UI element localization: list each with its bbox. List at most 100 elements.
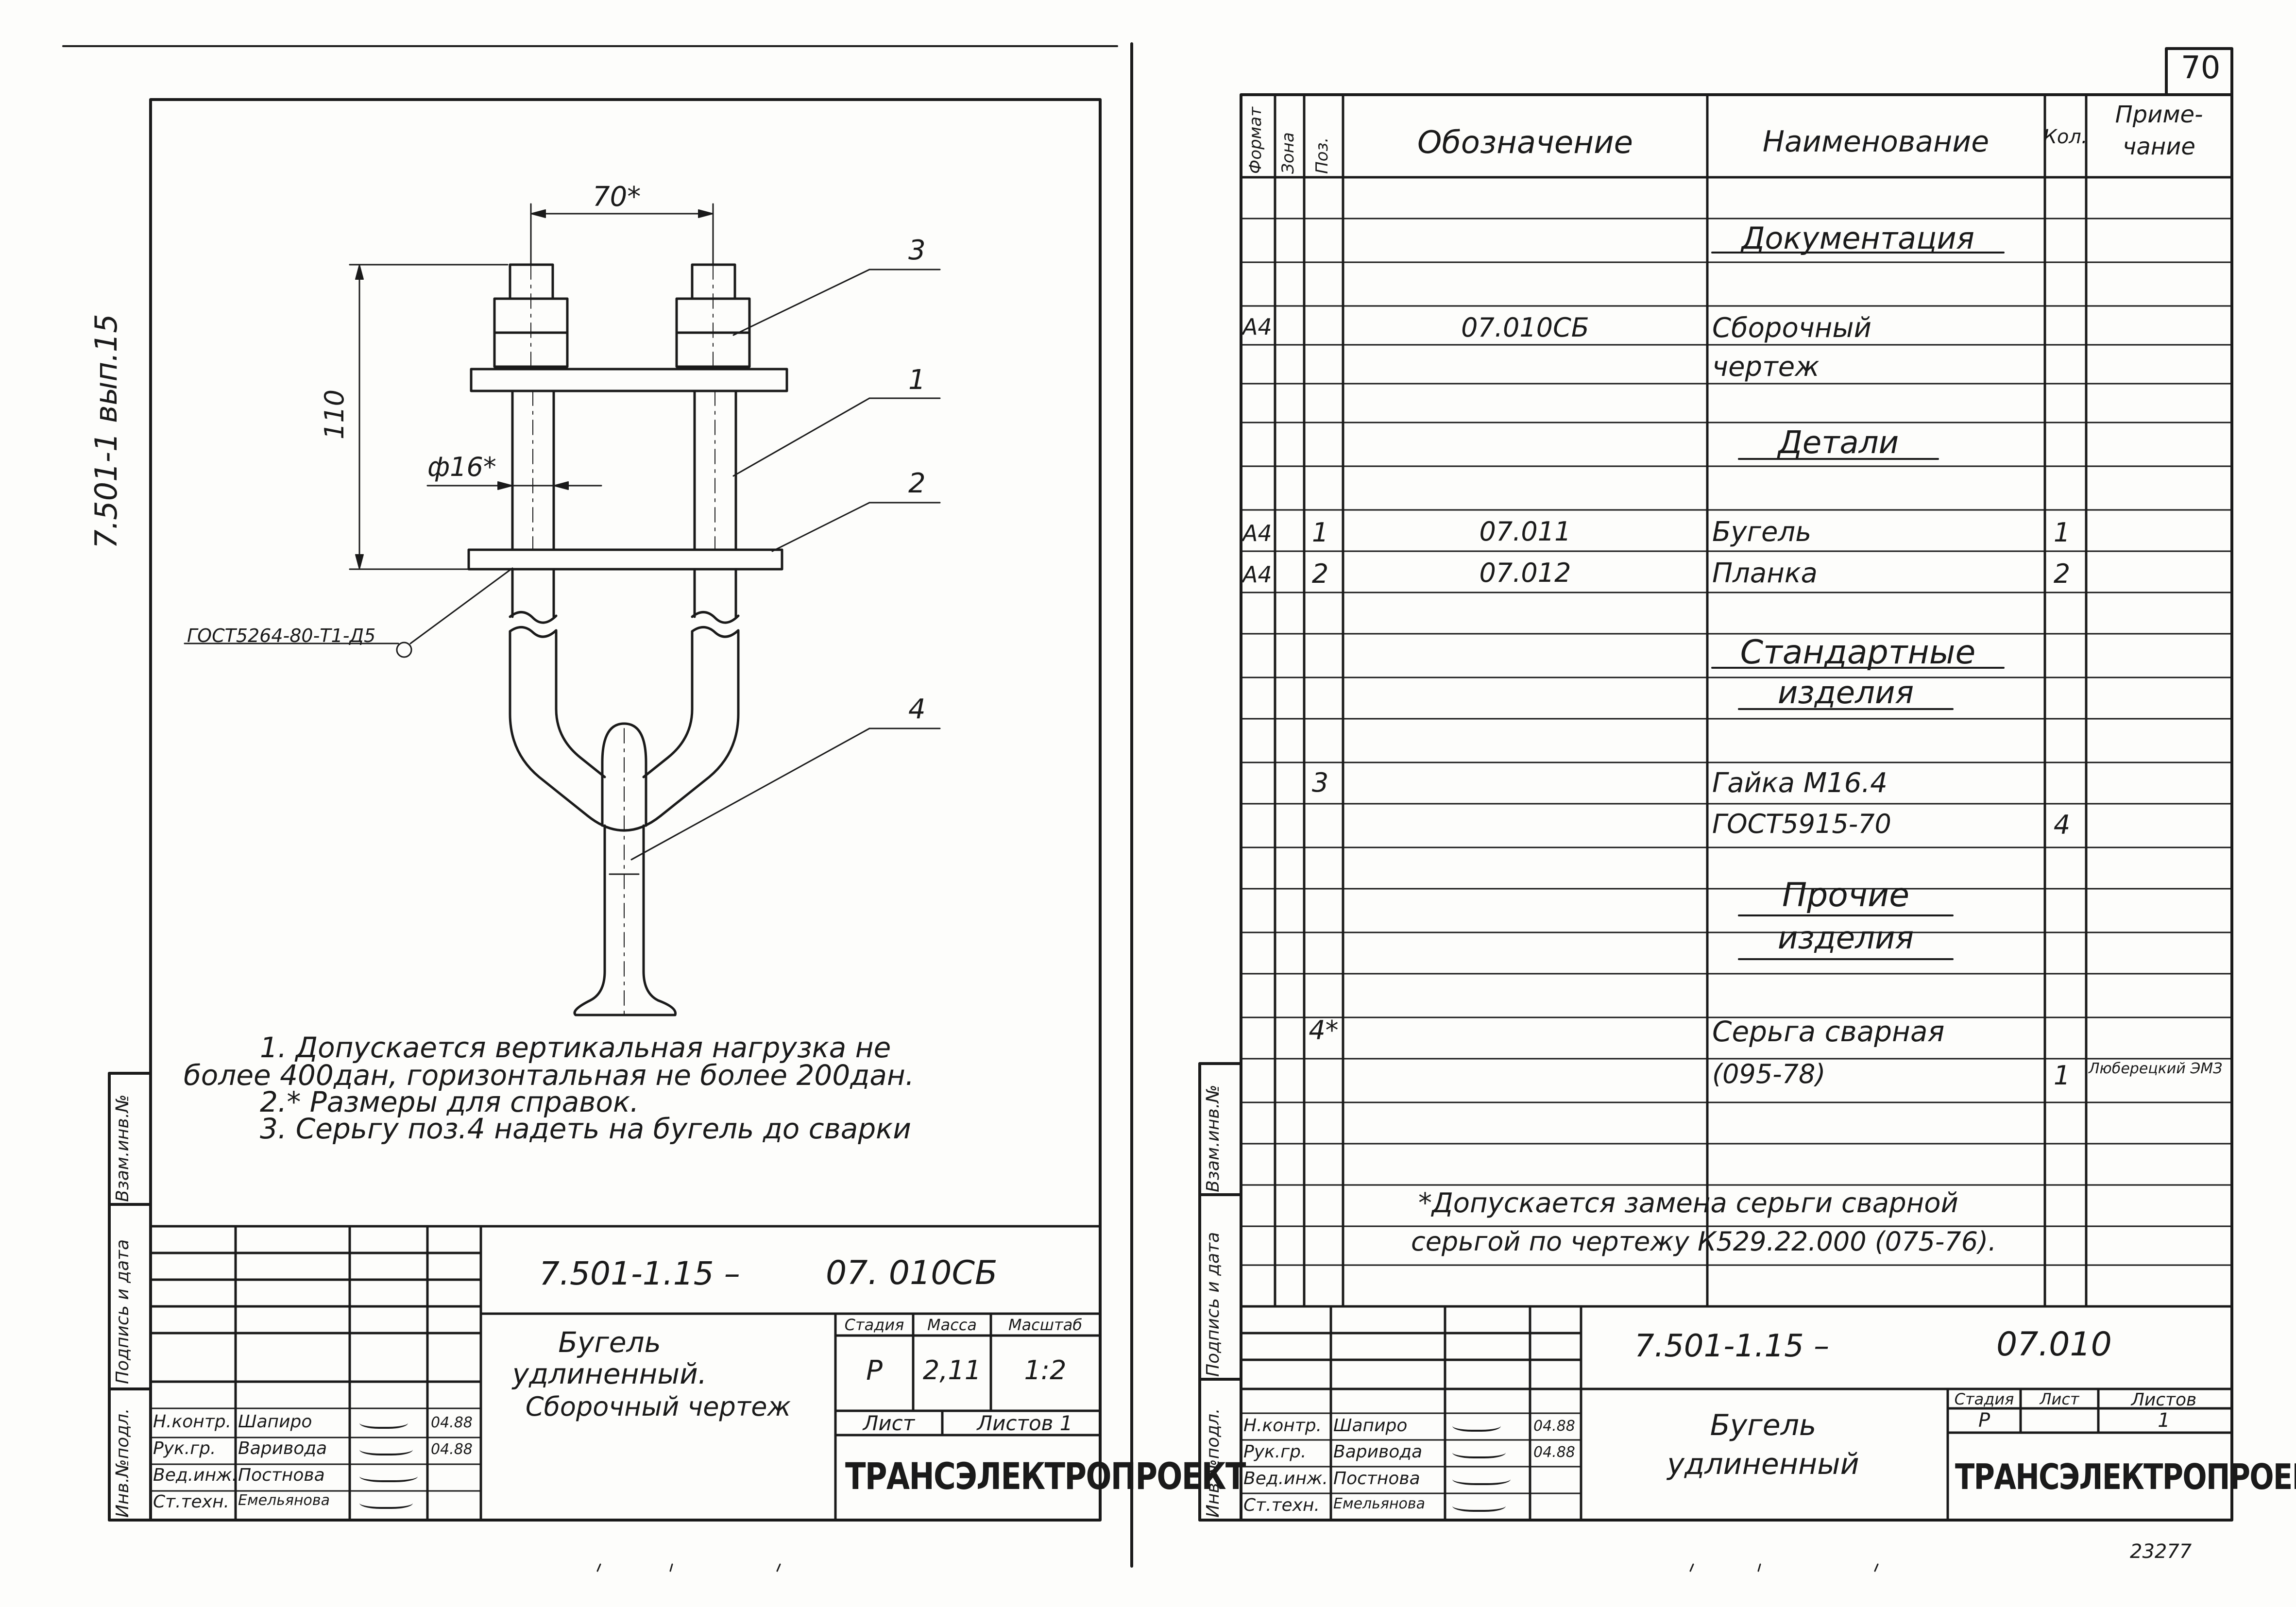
right-org-logo: ТРАНСЭЛЕКТРОПРОЕКТ: [1955, 1456, 2296, 1497]
spec-row-2-name: чертеж: [1712, 351, 1820, 383]
left-role-2: Рук.гр.: [153, 1438, 216, 1458]
left-stage: Р: [866, 1355, 883, 1387]
right-date-2: 04.88: [1533, 1444, 1575, 1461]
spec-header-designation: Обозначение: [1417, 125, 1633, 161]
spec-row-4-qty: 1: [2053, 517, 2071, 548]
spec-row-5-pos: 2: [1311, 558, 1329, 589]
spec-row-9-qty: 4: [2053, 810, 2071, 840]
left-title-1: Бугель: [558, 1326, 661, 1359]
left-role-1: Н.контр.: [153, 1412, 232, 1432]
right-doc-code-a: 7.501-1.15 –: [1634, 1328, 1830, 1364]
spec-row-13-note: Люберецкий ЭМЗ: [2089, 1060, 2223, 1077]
spec-row-8-pos: 3: [1311, 767, 1329, 798]
callout-4: 4: [908, 694, 926, 725]
spec-row-4-format: А4: [1242, 520, 1272, 546]
archive-number: 23277: [2130, 1540, 2192, 1563]
spec-row-5-name: Планка: [1712, 558, 1818, 589]
right-doc-code-b: 07.010: [1996, 1325, 2112, 1364]
right-date-1: 04.88: [1533, 1418, 1575, 1435]
left-name-1: Шапиро: [238, 1412, 312, 1432]
callout-1: 1: [908, 364, 926, 396]
spec-row-5-designation: 07.012: [1479, 558, 1571, 588]
left-mass: 2,11: [922, 1355, 982, 1386]
right-signature-2: [1452, 1444, 1506, 1458]
spec-row-11-name: изделия: [1777, 920, 1914, 956]
right-inv-podl-label: Инв.№подл.: [1203, 1408, 1223, 1518]
callout-2: 2: [908, 468, 926, 499]
left-date-2: 04.88: [431, 1441, 473, 1458]
left-sheet-label: Лист: [863, 1411, 915, 1435]
spec-header-note-2: чание: [2123, 133, 2195, 160]
left-signature-1: [359, 1414, 408, 1429]
left-inv-podl-label: Инв.№подл.: [113, 1408, 133, 1518]
left-doc-code-a: 7.501-1.15 –: [539, 1255, 740, 1292]
spec-row-13-qty: 1: [2053, 1060, 2071, 1091]
left-frame: [108, 98, 1102, 1522]
left-date-1: 04.88: [431, 1414, 473, 1431]
right-signature-4: [1452, 1497, 1506, 1512]
spec-row-3-name: Детали: [1778, 425, 1899, 461]
note-line-3: 2.* Размеры для справок.: [260, 1085, 639, 1118]
sheet-number: 70: [2181, 50, 2221, 86]
left-vzam-label: Взам.инв.№: [113, 1094, 133, 1202]
note-line-2: более 400дан, горизонтальная не более 20…: [184, 1059, 915, 1092]
spec-header-format: Формат: [1246, 107, 1265, 174]
weld-note: ГОСТ5264-80-Т1-Д5: [187, 625, 376, 646]
spec-row-lines: [1240, 218, 2233, 1308]
spec-footnote-1: *Допускается замена серьги сварной: [1418, 1187, 1958, 1219]
right-h-sheets: Листов: [2131, 1390, 2197, 1410]
left-signature-4: [359, 1494, 413, 1509]
right-title-2: удлиненный: [1667, 1447, 1859, 1481]
spec-row-4-pos: 1: [1311, 517, 1329, 548]
left-sheets-label: Листов 1: [977, 1411, 1073, 1435]
callout-3: 3: [908, 235, 926, 266]
right-name-2: Варивода: [1333, 1442, 1423, 1462]
right-role-2: Рук.гр.: [1243, 1442, 1307, 1462]
right-role-3: Вед.инж.: [1243, 1469, 1328, 1489]
spec-footnote-2: серьгой по чертежу К529.22.000 (075-76).: [1411, 1226, 1997, 1257]
note-line-4: 3. Серьгу поз.4 надеть на бугель до свар…: [260, 1112, 911, 1145]
spec-row-5-qty: 2: [2053, 558, 2071, 589]
dim-height-label: 110: [319, 389, 350, 440]
spec-row-12-name: Серьга сварная: [1712, 1015, 1945, 1048]
spec-row-13-name: (095-78): [1712, 1059, 1826, 1089]
spec-header-zone: Зона: [1278, 132, 1298, 174]
left-scale: 1:2: [1024, 1355, 1067, 1386]
spec-row-6-name: Стандартные: [1740, 633, 1976, 672]
left-title-2: удлиненный.: [512, 1357, 707, 1390]
bracket-assembly: [184, 203, 941, 1016]
right-sheets: 1: [2158, 1409, 2170, 1432]
spec-header-note-1: Приме-: [2115, 101, 2203, 128]
spec-row-4-designation: 07.011: [1479, 516, 1571, 547]
right-title-block-grid: [1240, 1305, 2233, 1522]
left-name-2: Варивода: [238, 1438, 327, 1458]
spec-row-7-name: изделия: [1777, 675, 1914, 711]
left-h-scale: Масштаб: [1008, 1316, 1083, 1334]
right-name-3: Постнова: [1333, 1469, 1420, 1489]
spec-row-1-format: А4: [1242, 314, 1272, 340]
right-podpis-label: Подпись и дата: [1203, 1232, 1223, 1377]
left-h-stage: Стадия: [844, 1316, 904, 1334]
spec-row-4-name: Бугель: [1712, 516, 1812, 548]
right-role-1: Н.контр.: [1243, 1416, 1322, 1436]
right-signature-3: [1452, 1471, 1511, 1485]
left-signature-2: [359, 1441, 413, 1455]
spec-row-1-name: Сборочный: [1712, 312, 1872, 344]
left-name-3: Постнова: [238, 1465, 325, 1485]
left-signature-3: [359, 1468, 418, 1482]
spec-row-1-designation: 07.010СБ: [1461, 312, 1589, 343]
spec-header-pos: Поз.: [1312, 137, 1332, 174]
left-org-logo: ТРАНСЭЛЕКТРОПРОЕКТ: [845, 1455, 1246, 1498]
left-title-3: Сборочный чертеж: [525, 1391, 791, 1422]
right-vzam-label: Взам.инв.№: [1203, 1084, 1223, 1192]
note-line-1: 1. Допускается вертикальная нагрузка не: [260, 1031, 891, 1064]
spec-row-12-pos: 4*: [1309, 1015, 1339, 1046]
spec-row-0-name: Документация: [1741, 220, 1974, 256]
right-name-1: Шапиро: [1333, 1416, 1408, 1436]
spec-header-qty: Кол.: [2043, 126, 2088, 148]
left-doc-code-b: 07. 010СБ: [826, 1254, 998, 1292]
series-code: 7.501-1 вып.15: [88, 314, 124, 549]
spec-row-9-name: ГОСТ5915-70: [1712, 809, 1891, 839]
